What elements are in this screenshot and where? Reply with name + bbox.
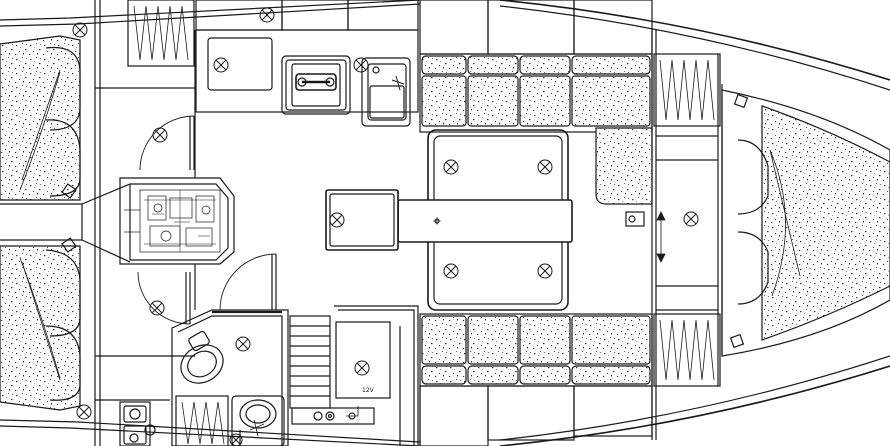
- nav-station: [291, 305, 419, 446]
- hanging-locker-forward-bottom: [653, 313, 721, 387]
- salon-seat-top: [419, 0, 653, 133]
- salon-seat-corner: [595, 127, 653, 205]
- light-fixture-icon: [72, 7, 699, 446]
- toilet-icon: [180, 330, 224, 384]
- stairs-icon: [289, 315, 331, 409]
- sink-icon: [361, 57, 411, 127]
- heads-small-fixture: [119, 401, 156, 446]
- interior-lines: [194, 30, 421, 446]
- aft-bulkheads: [94, 0, 195, 446]
- salon-seat-bottom: [419, 313, 653, 446]
- double-arrow-icon: [656, 211, 666, 263]
- electrical-panel-label: 12V: [362, 387, 375, 394]
- hanging-locker-forward-top: [653, 53, 721, 127]
- engine-icon: [124, 189, 221, 253]
- sink-icon-heads: [231, 395, 285, 446]
- heads-compartment: [171, 309, 289, 446]
- stove-icon: [285, 59, 347, 111]
- door-swing-top: [139, 115, 195, 171]
- hanging-locker-top-left: [127, 0, 195, 67]
- door-swing-heads: [212, 253, 282, 314]
- aft-passage: [0, 183, 131, 263]
- engine-compartment: [119, 177, 235, 265]
- forward-cabin: [721, 89, 890, 357]
- door-swing-bottom: [137, 271, 191, 325]
- table-leaf: [325, 189, 573, 251]
- aft-cabin-starboard: [0, 245, 81, 411]
- galley: [195, 0, 419, 115]
- mast-step: [625, 211, 645, 227]
- aft-cabin-port: [0, 35, 81, 201]
